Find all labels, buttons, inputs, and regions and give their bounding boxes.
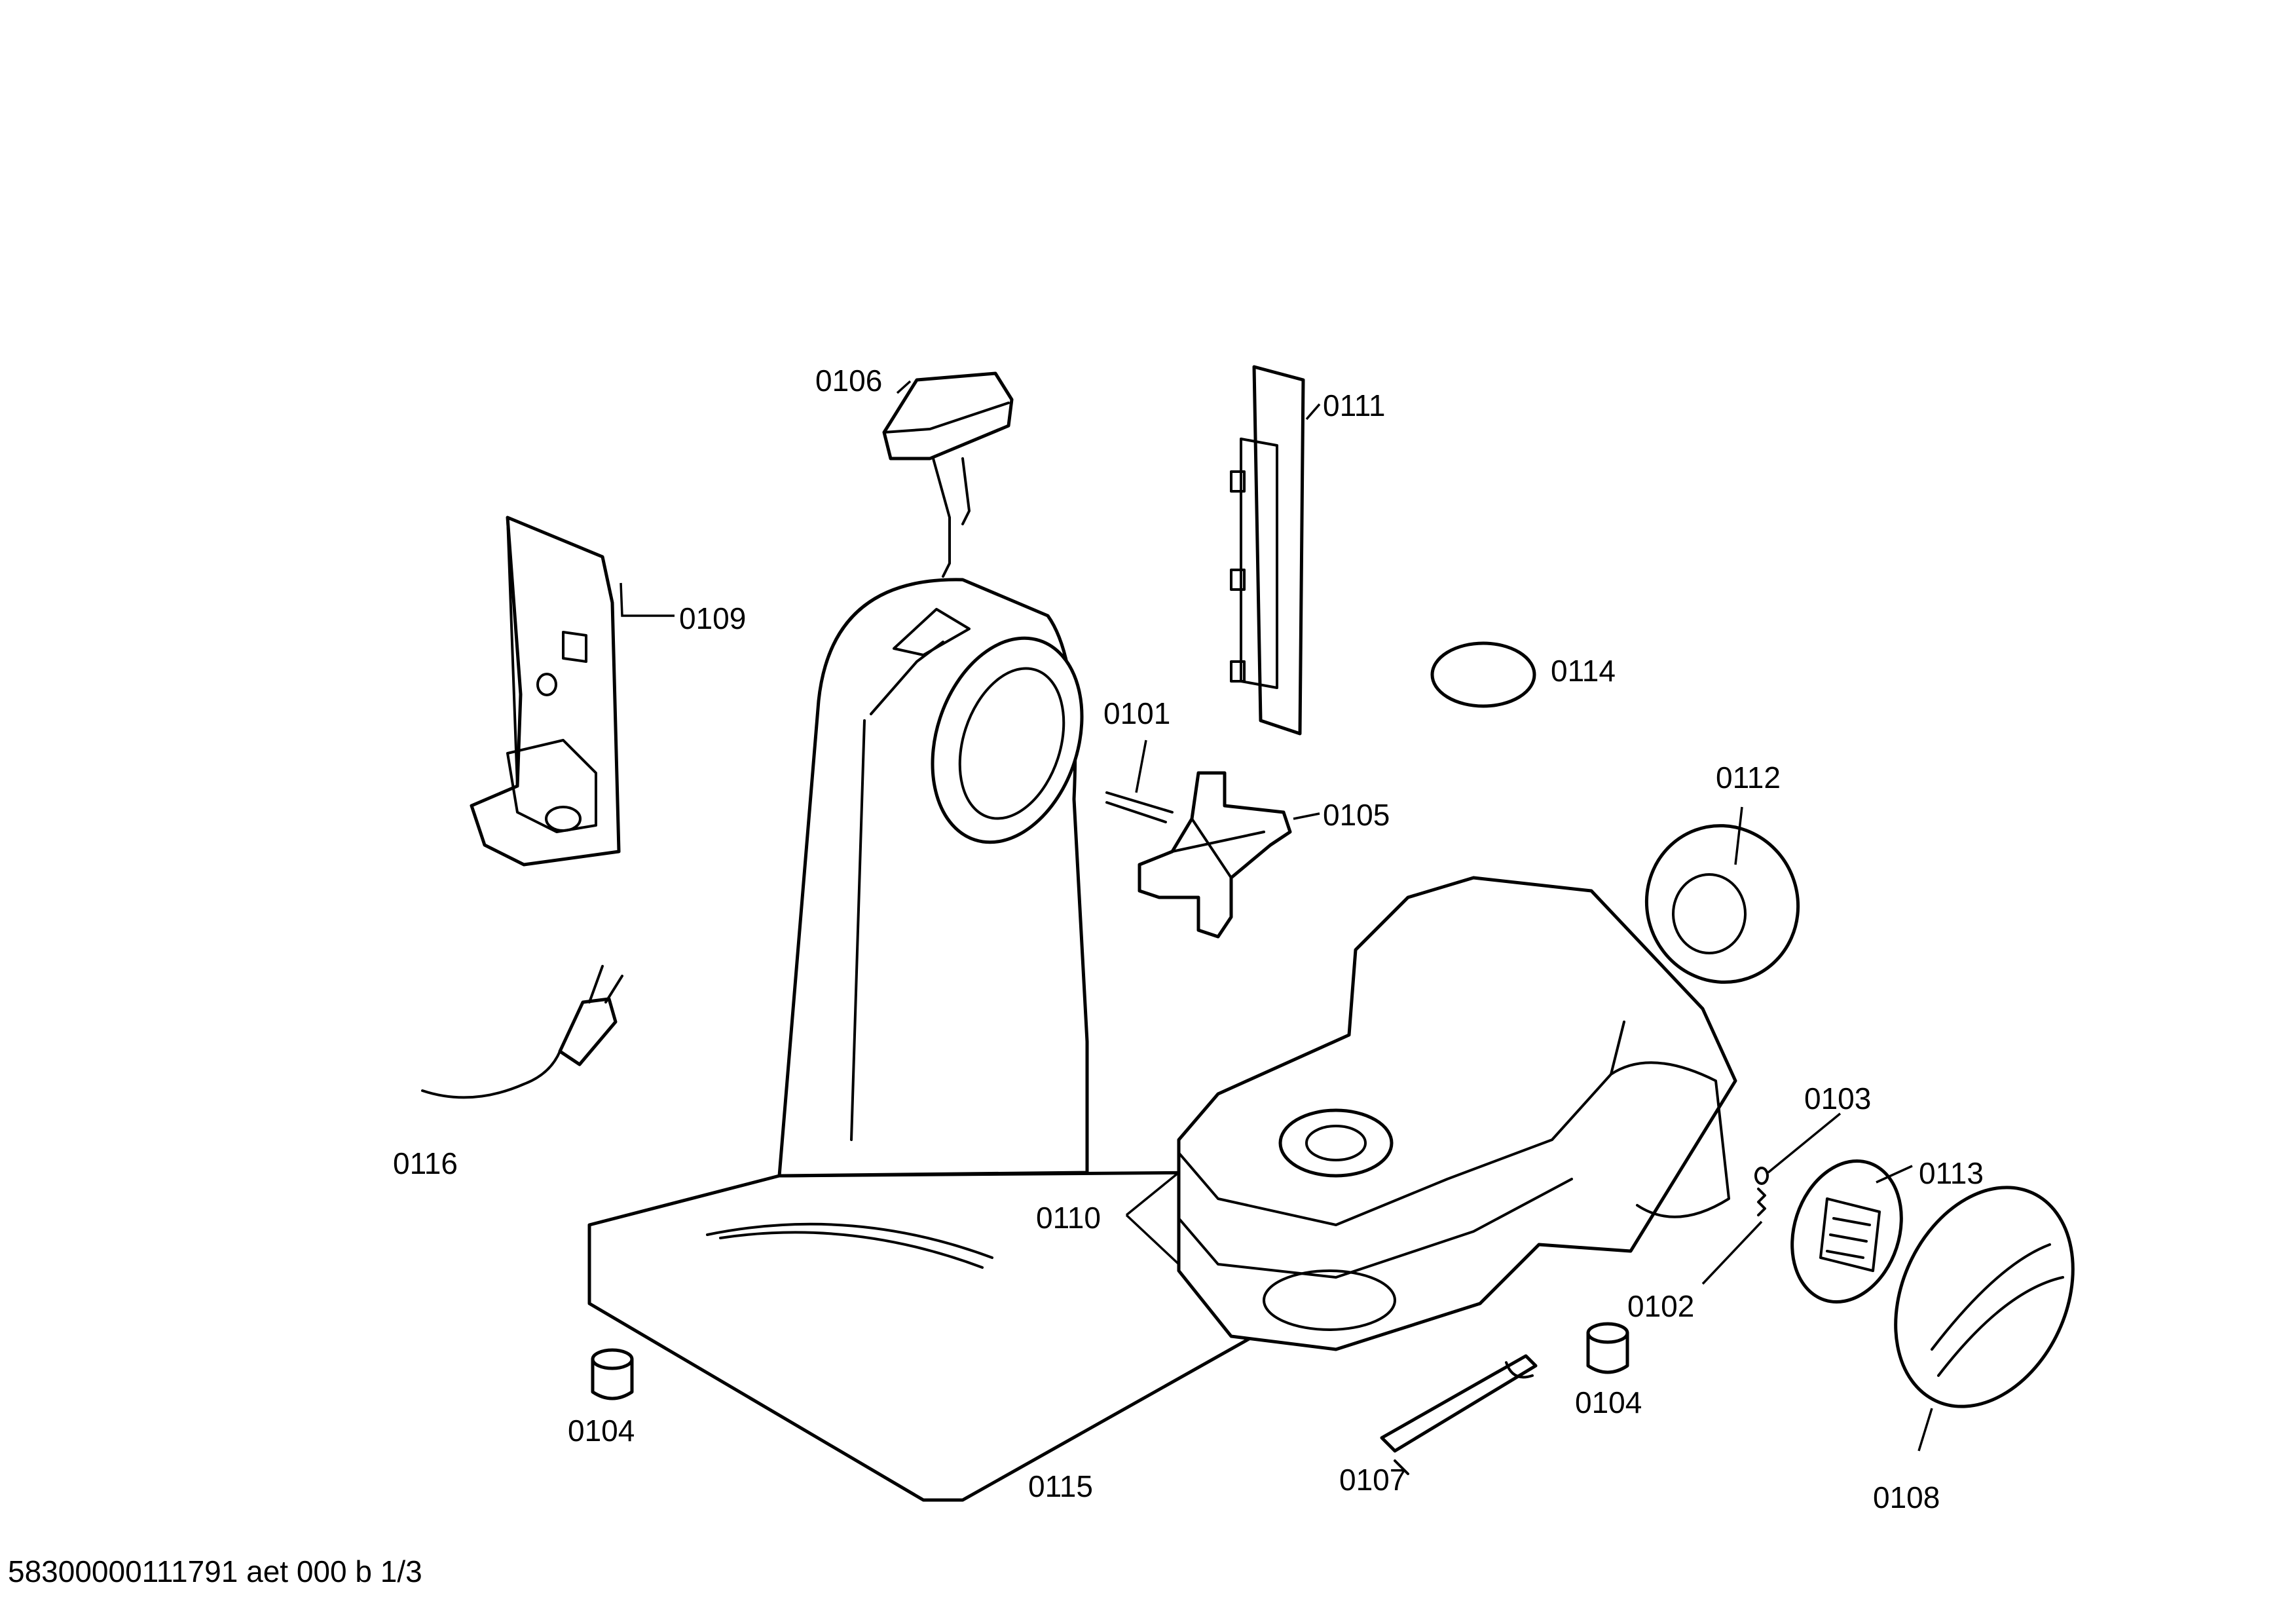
leader-lines bbox=[620, 380, 1933, 1452]
callout-0101: 0101 bbox=[1103, 696, 1170, 730]
cover-disc-part-0114 bbox=[1430, 641, 1536, 708]
callout-0112: 0112 bbox=[1716, 760, 1781, 795]
foot-part-0104-left bbox=[591, 1348, 634, 1400]
callout-labels: 0101 0102 0103 0104 0104 0105 0106 0107 … bbox=[393, 364, 1984, 1514]
callout-0104-right: 0104 bbox=[1575, 1385, 1642, 1419]
callout-0108: 0108 bbox=[1873, 1480, 1940, 1514]
base-column-part-0115 bbox=[587, 578, 1279, 1502]
outer-cap-part-0108 bbox=[1894, 1186, 2075, 1408]
callout-0106: 0106 bbox=[815, 364, 882, 398]
callout-0113: 0113 bbox=[1919, 1156, 1984, 1190]
wrench-part-0107 bbox=[1380, 1354, 1538, 1475]
callout-0110: 0110 bbox=[1036, 1201, 1101, 1235]
callout-0102: 0102 bbox=[1627, 1289, 1694, 1323]
callout-0107: 0107 bbox=[1339, 1463, 1406, 1497]
motor-housing-part-0110 bbox=[1177, 876, 1737, 1351]
coupling-part-0105 bbox=[1105, 771, 1292, 939]
circuit-board-part-0109 bbox=[470, 516, 621, 867]
callout-0114: 0114 bbox=[1551, 654, 1616, 688]
drawing-reference-code: 58300000111791 aet 000 b 1/3 bbox=[8, 1554, 422, 1588]
switch-bar-part-0111 bbox=[1230, 365, 1305, 736]
callout-0104-left: 0104 bbox=[568, 1414, 635, 1448]
callout-0103: 0103 bbox=[1804, 1081, 1871, 1116]
callout-0109: 0109 bbox=[679, 601, 746, 635]
callout-0105: 0105 bbox=[1323, 798, 1390, 832]
spring-part-0103 bbox=[1754, 1167, 1769, 1216]
callout-0111: 0111 bbox=[1323, 388, 1386, 422]
ring-cover-part-0112 bbox=[1644, 824, 1800, 984]
callout-0115: 0115 bbox=[1028, 1469, 1093, 1503]
power-cord-part-0116 bbox=[421, 965, 623, 1099]
cutting-disc-part-0113 bbox=[1790, 1159, 1903, 1304]
callout-0116: 0116 bbox=[393, 1146, 458, 1180]
lever-knob-part-0106 bbox=[882, 371, 1014, 578]
foot-part-0104-right bbox=[1586, 1322, 1629, 1374]
